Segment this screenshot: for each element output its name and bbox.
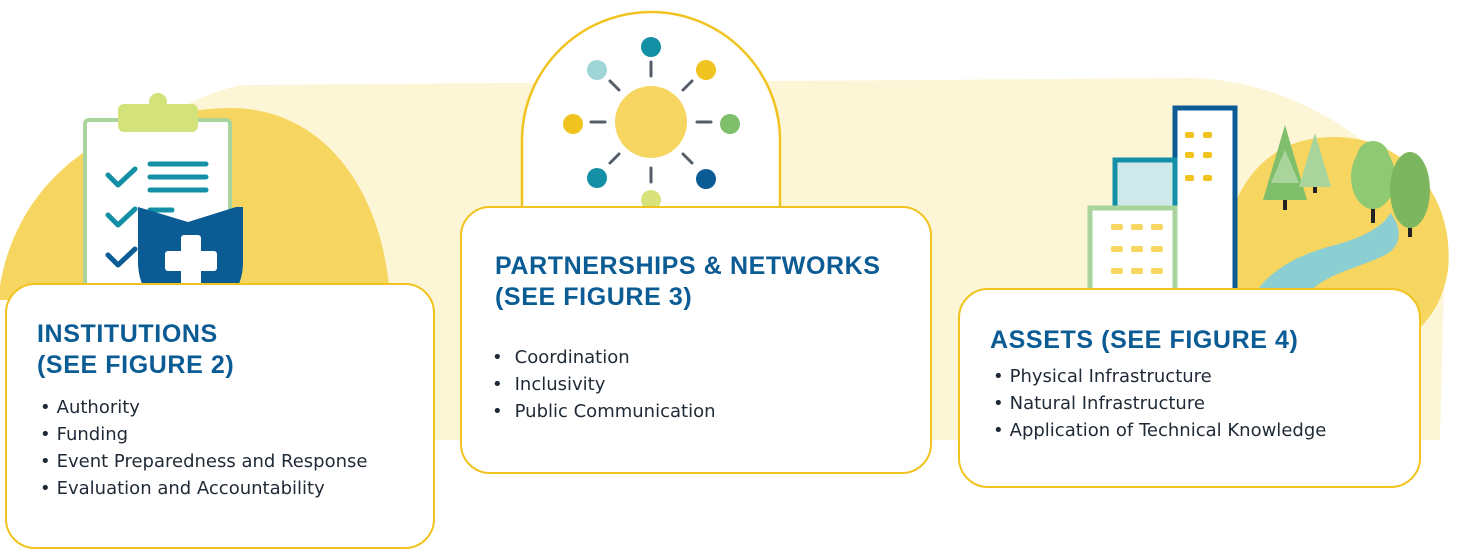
title-line: (SEE FIGURE 2) [37,351,235,379]
bullet: • [492,374,503,395]
buildings-trees-river-icon [1087,105,1430,305]
list-item: •Physical Infrastructure [993,363,1326,390]
list-item: •Evaluation and Accountability [40,475,368,502]
list-item-label: Natural Infrastructure [1009,393,1205,414]
list-item-label: Public Communication [514,401,716,422]
list-item-label: Application of Technical Knowledge [1009,420,1327,441]
bullet: • [492,401,503,422]
list-item-label: Authority [56,397,140,418]
network-hub-icon [520,10,782,225]
list-item-label: Evaluation and Accountability [56,478,325,499]
institutions-title: INSTITUTIONS (SEE FIGURE 2) [37,319,234,381]
assets-list: •Physical Infrastructure •Natural Infras… [993,363,1326,444]
assets-title: ASSETS (SEE FIGURE 4) [990,325,1299,356]
list-item-label: Event Preparedness and Response [56,451,368,472]
title-line: (SEE FIGURE 3) [495,283,693,311]
bullet: • [40,478,51,499]
list-item-label: Coordination [514,347,630,368]
list-item-label: Inclusivity [514,374,606,395]
institutions-list: •Authority •Funding •Event Preparedness … [40,394,368,502]
institutions-card: INSTITUTIONS (SEE FIGURE 2) •Authority •… [5,283,435,549]
title-line: INSTITUTIONS [37,320,218,348]
list-item: •Application of Technical Knowledge [993,417,1326,444]
list-item: •Event Preparedness and Response [40,448,368,475]
bullet: • [993,420,1004,441]
list-item: •Authority [40,394,368,421]
list-item: •Natural Infrastructure [993,390,1326,417]
partnerships-list: • Coordination • Inclusivity • Public Commu… [492,344,716,425]
bullet: • [492,347,503,368]
title-line: PARTNERSHIPS & NETWORKS [495,252,881,280]
list-item-label: Funding [56,424,129,445]
bullet: • [40,451,51,472]
list-item: •Funding [40,421,368,448]
bullet: • [993,393,1004,414]
bullet: • [40,424,51,445]
list-item: • Inclusivity [492,371,716,398]
assets-card: ASSETS (SEE FIGURE 4) •Physical Infrastr… [958,288,1421,488]
list-item: • Coordination [492,344,716,371]
title-line: ASSETS (SEE FIGURE 4) [990,326,1299,354]
bullet: • [40,397,51,418]
list-item-label: Physical Infrastructure [1009,366,1212,387]
partnerships-title: PARTNERSHIPS & NETWORKS (SEE FIGURE 3) [495,251,881,313]
partnerships-card: PARTNERSHIPS & NETWORKS (SEE FIGURE 3) •… [460,206,932,474]
bullet: • [993,366,1004,387]
list-item: • Public Communication [492,398,716,425]
